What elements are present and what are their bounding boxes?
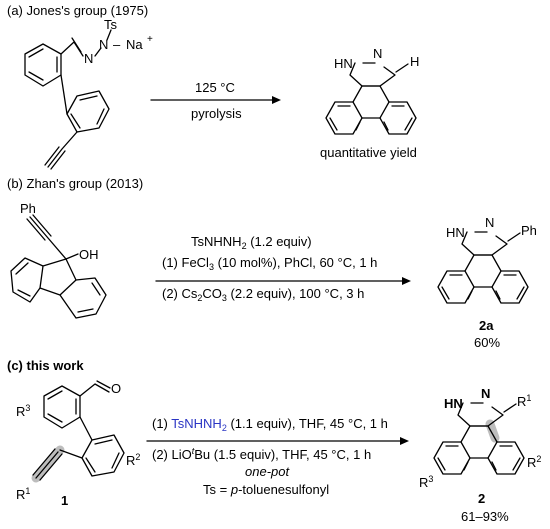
cond-b-reagent: TsNHNH2 (1.2 equiv) [191,234,312,251]
reactant-c-r1: R1 [16,486,30,502]
cond-b-step1: (1) FeCl3 (10 mol%), PhCl, 60 °C, 1 h [162,255,377,272]
cond-b-step2: (2) Cs2CO3 (2.2 equiv), 100 °C, 3 h [162,286,364,303]
section-a-heading: (a) Jones's group (1975) [7,3,148,18]
section-b-conditions: TsNHNH2 (1.2 equiv) (1) FeCl3 (10 mol%),… [155,234,411,303]
reactant-c-o: O [111,381,121,396]
reactant-a-n2: N [99,37,108,52]
reactant-b-oh: OH [79,247,99,262]
section-c-conditions: (1) TsNHNH2 (1.1 equiv), THF, 45 °C, 1 h… [146,416,409,497]
cond-c-ts-definition: Ts = p-toluenesulfonyl [203,482,329,497]
section-a: (a) Jones's group (1975) N N Ts Na + – [7,3,419,170]
section-a-reactant: N N Ts Na + – [24,17,153,170]
arrow-a-below: pyrolysis [191,106,242,121]
section-a-product: HN N H [325,46,419,135]
reactant-b-ph: Ph [20,201,36,216]
section-c-heading: (c) this work [7,358,84,373]
section-b-compound-label: 2a [479,318,494,333]
section-b-reactant: Ph OH [10,201,107,319]
reactant-c-r3: R3 [16,403,30,419]
svg-text:–: – [113,37,121,52]
section-a-yield: quantitative yield [320,145,417,160]
section-b-yield: 60% [474,335,500,350]
section-b-product: HN N Ph [437,215,537,304]
product-a-n: N [373,46,382,61]
product-b-n: N [485,215,494,230]
reactant-a-ts: Ts [104,17,118,32]
section-b: (b) Zhan's group (2013) Ph OH TsNHNH2 (1… [7,176,537,350]
reactant-a-na: Na [126,37,143,52]
reactant-c-r2: R2 [126,452,140,468]
cond-c-step1: (1) TsNHNH2 (1.1 equiv), THF, 45 °C, 1 h [152,416,388,433]
product-c-r1: R1 [517,393,531,409]
product-a-hn: HN [334,56,353,71]
product-c-hn: HN [444,396,463,411]
product-b-ph: Ph [521,223,537,238]
section-c-yield: 61–93% [461,509,509,524]
section-c: (c) this work O R3 R2 R1 1 (1) TsNHNH2 [7,358,541,524]
product-c-r2: R2 [527,454,541,470]
section-b-heading: (b) Zhan's group (2013) [7,176,143,191]
product-c-r3: R3 [419,474,433,490]
product-a-h: H [410,54,419,69]
section-c-product-number: 2 [478,491,485,506]
cond-c-step2: (2) LiOtBu (1.5 equiv), THF, 45 °C, 1 h [152,446,371,462]
arrow-a-above: 125 °C [195,80,235,95]
reactant-a-n1: N [84,51,93,66]
cond-c-onepot: one-pot [245,464,290,479]
reactant-a-na-charge: + [147,34,153,45]
section-a-arrow: 125 °C pyrolysis [150,80,281,121]
section-c-reactant: O R3 R2 R1 [16,380,140,502]
product-c-n: N [481,386,490,401]
section-c-reactant-number: 1 [61,493,68,508]
product-b-hn: HN [446,225,465,240]
section-c-product: HN N R1 R3 R2 [419,386,541,490]
